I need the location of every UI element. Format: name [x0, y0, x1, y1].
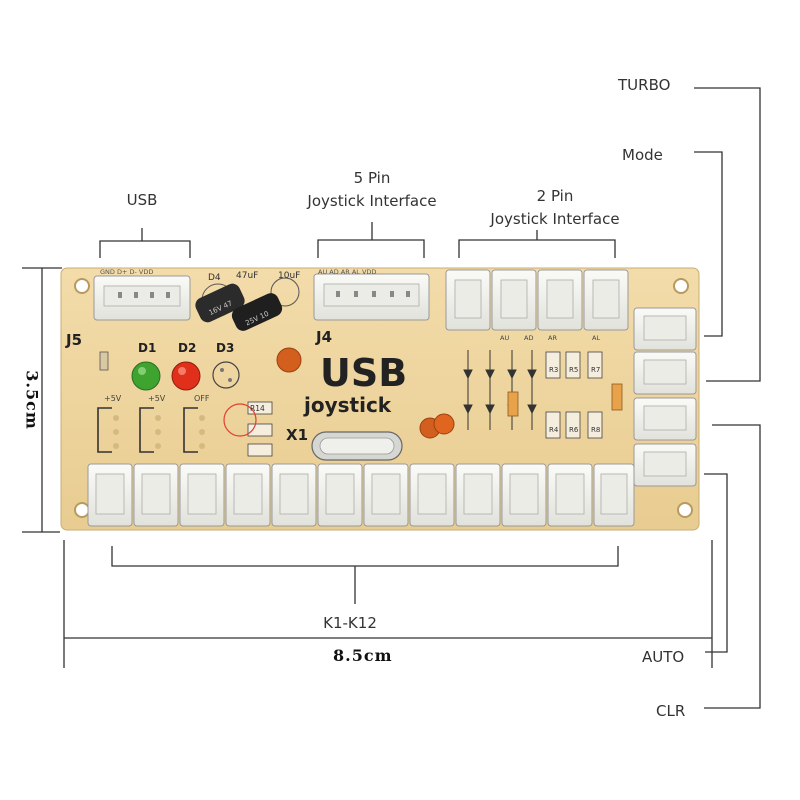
usb-label: USB — [126, 191, 158, 209]
resistors-right — [545, 351, 603, 439]
mode-label: Mode — [622, 146, 663, 164]
usb-connector — [93, 275, 191, 321]
side-connectors — [633, 307, 697, 487]
r14-label: R14 — [250, 404, 265, 413]
five-pin-label-line1: 5 Pin — [353, 169, 391, 187]
j4-pin-labels: AU AD AR AL VDD — [318, 268, 376, 276]
led-d1-green — [131, 361, 161, 391]
axial-resistor-right — [611, 383, 623, 411]
jumper-pads — [113, 415, 205, 449]
r5-label: R5 — [569, 366, 578, 374]
j5-label: J5 — [65, 331, 82, 349]
led-d3-footprint — [212, 361, 240, 389]
resistors-left — [223, 401, 273, 457]
diode-array — [463, 350, 537, 430]
board-subtitle: joystick — [303, 393, 392, 417]
led-d2-red — [171, 361, 201, 391]
cap-10uf-label: 10uF — [278, 271, 300, 281]
mounting-holes — [74, 278, 693, 518]
cap-47uf-label: 47uF — [236, 271, 258, 281]
five-pin-label-line2: Joystick Interface — [307, 192, 437, 210]
r8-label: R8 — [591, 426, 600, 434]
two-pin-connectors — [445, 269, 629, 331]
clr-label: CLR — [656, 702, 686, 720]
auto-label: AUTO — [642, 648, 685, 666]
five-pin-connector — [313, 273, 430, 321]
smd-component — [99, 351, 109, 371]
r7-label: R7 — [591, 366, 600, 374]
jumper-headers — [97, 407, 198, 453]
ad-label: AD — [524, 334, 533, 342]
d1-label: D1 — [138, 341, 156, 355]
ceramic-capacitor-c2 — [433, 413, 455, 435]
d4-label: D4 — [208, 273, 221, 283]
j4-label: J4 — [315, 328, 332, 346]
axial-resistor — [507, 391, 519, 417]
ar-label: AR — [548, 334, 557, 342]
al-label: AL — [592, 334, 600, 342]
k1-k12-label: K1-K12 — [323, 614, 377, 632]
leader-lines — [22, 87, 761, 709]
off-label: OFF — [194, 394, 210, 403]
two-pin-label-line1: 2 Pin — [536, 187, 574, 205]
board-title: USB — [320, 351, 407, 395]
x1-label: X1 — [286, 426, 308, 444]
plus5v-label-2: +5V — [148, 394, 166, 403]
d3-label: D3 — [216, 341, 234, 355]
r4-label: R4 — [549, 426, 559, 434]
r3-label: R3 — [549, 366, 558, 374]
two-pin-label-line2: Joystick Interface — [490, 210, 620, 228]
plus5v-label-1: +5V — [104, 394, 122, 403]
turbo-label: TURBO — [618, 76, 671, 94]
usb-pin-labels: GND D+ D- VDD — [100, 268, 153, 276]
ceramic-capacitor — [276, 347, 302, 373]
au-label: AU — [500, 334, 509, 342]
electrolytic-capacitors: 16V 47 25V 10 — [195, 277, 300, 331]
d2-label: D2 — [178, 341, 196, 355]
r6-label: R6 — [569, 426, 579, 434]
width-dimension: 8.5cm — [333, 646, 393, 665]
button-connectors-k1-k12 — [87, 463, 635, 527]
